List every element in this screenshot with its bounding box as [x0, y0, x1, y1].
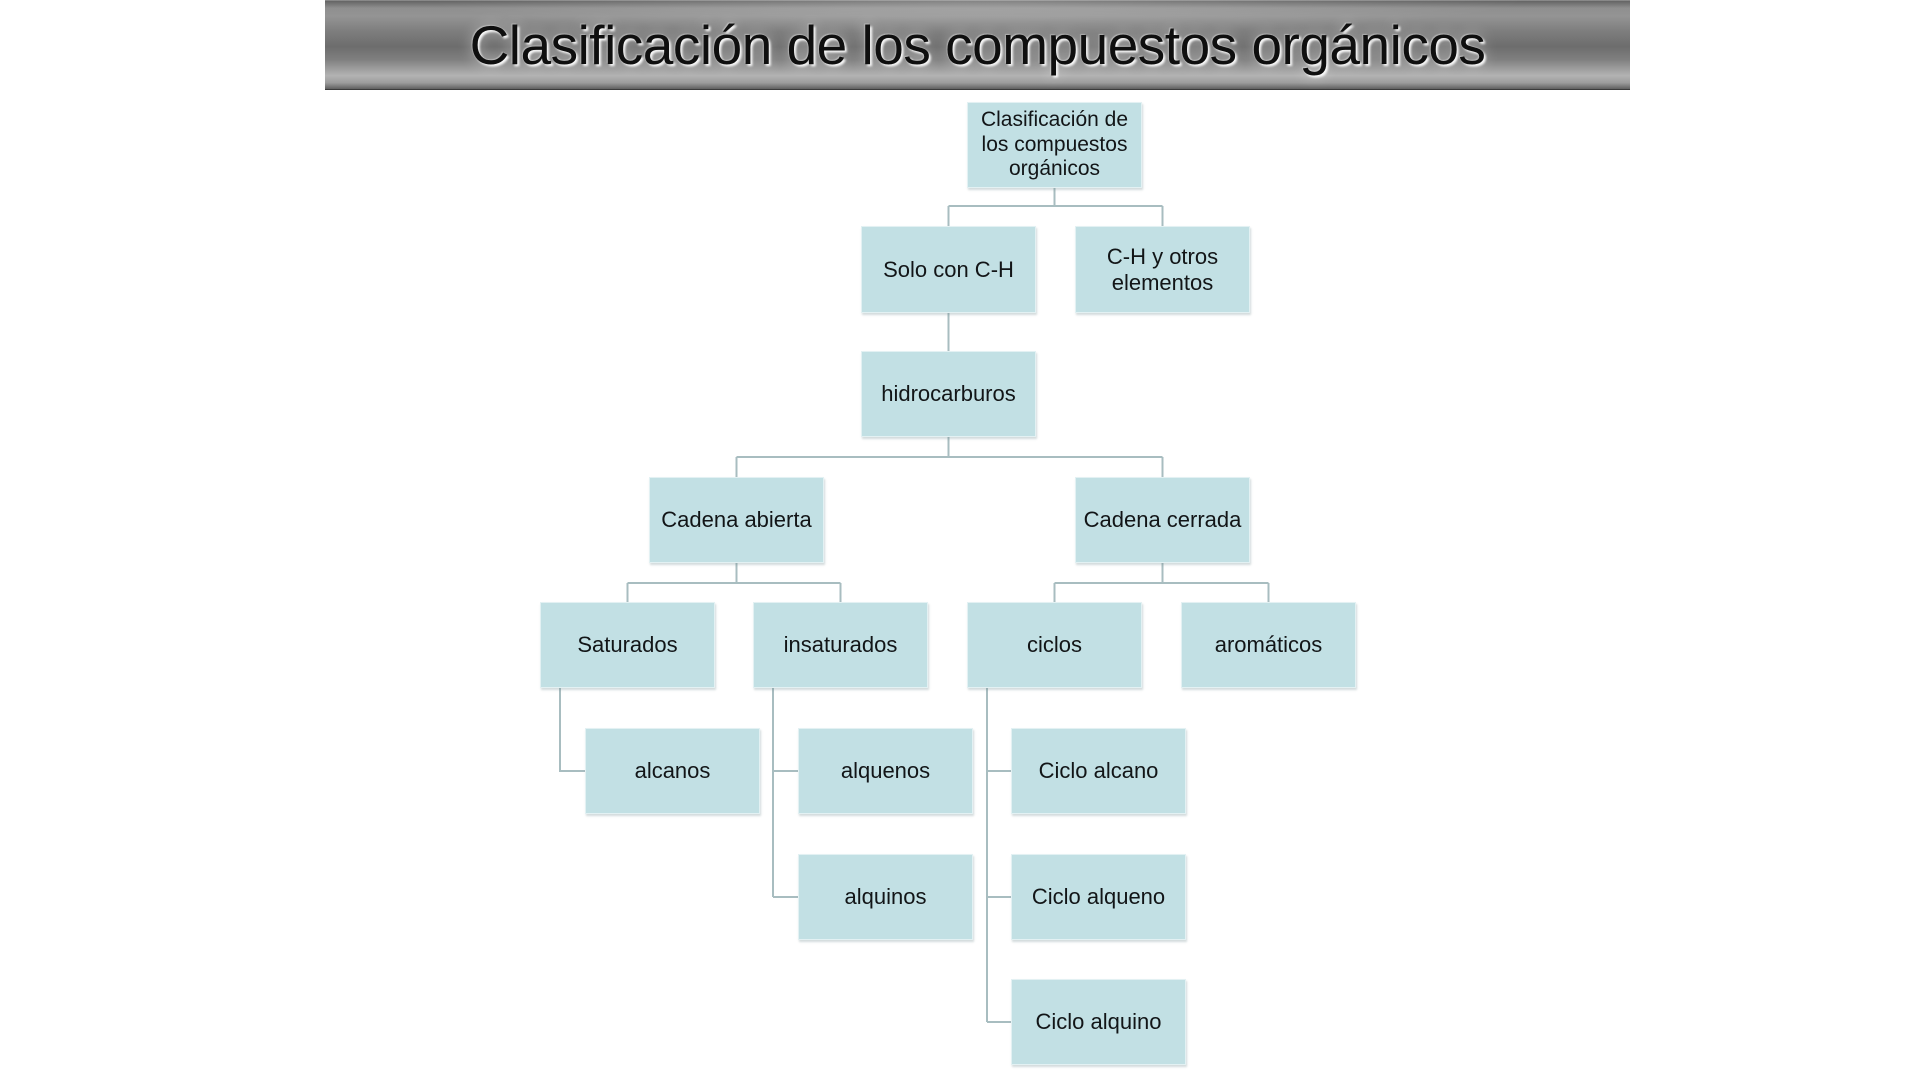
node-cadena-cerrada: Cadena cerrada [1075, 477, 1250, 563]
node-cadena-abierta: Cadena abierta [649, 477, 824, 563]
connector-insaturados-hanging [772, 688, 798, 898]
connector-hidrocarburos-split [735, 437, 1164, 477]
node-alcanos: alcanos [585, 728, 760, 814]
slide-title: Clasificación de los compuestos orgánico… [469, 14, 1486, 76]
connector-cadena-abierta-split [626, 563, 842, 602]
node-ciclo-alcano: Ciclo alcano [1011, 728, 1186, 814]
node-solo-con-ch: Solo con C-H [861, 226, 1036, 313]
connector-cadena-cerrada-split [1053, 563, 1270, 602]
node-alquinos: alquinos [798, 854, 973, 940]
connector-root-split [947, 188, 1164, 226]
node-aromaticos: aromáticos [1181, 602, 1356, 688]
node-ciclos: ciclos [967, 602, 1142, 688]
node-ciclo-alquino: Ciclo alquino [1011, 979, 1186, 1065]
node-hidrocarburos: hidrocarburos [861, 351, 1036, 437]
node-ch-y-otros-elementos: C-H y otros elementos [1075, 226, 1250, 313]
node-saturados: Saturados [540, 602, 715, 688]
node-clasificacion-root: Clasificación de los compuestos orgánico… [967, 102, 1142, 188]
node-insaturados: insaturados [753, 602, 928, 688]
node-ciclo-alqueno: Ciclo alqueno [1011, 854, 1186, 940]
connector-ciclos-hanging [986, 688, 1011, 1023]
node-alquenos: alquenos [798, 728, 973, 814]
title-banner: Clasificación de los compuestos orgánico… [325, 0, 1630, 90]
connector-saturados-hanging [559, 688, 585, 772]
